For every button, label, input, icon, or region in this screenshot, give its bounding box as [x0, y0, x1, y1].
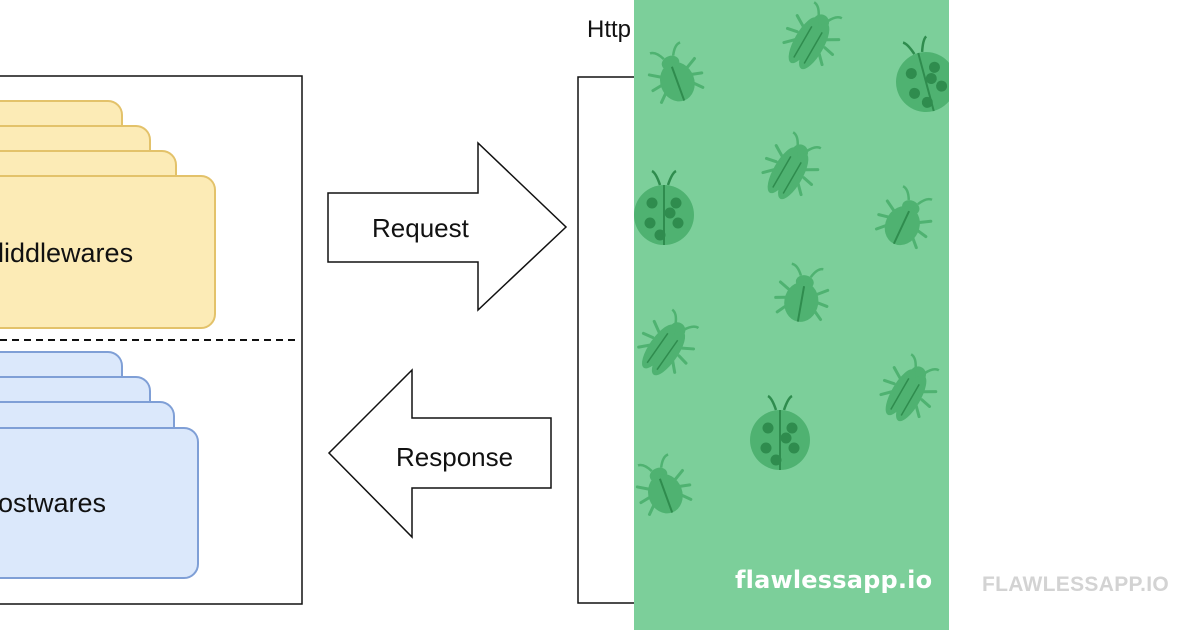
- ladybug-icon: [634, 169, 694, 245]
- brand-panel: [634, 0, 949, 630]
- brand-logo-text: flawlessapp.io: [735, 566, 933, 594]
- ladybug-icon: [896, 35, 949, 112]
- middlewares-label: liddlewares: [0, 238, 133, 268]
- server-title: Http: [587, 16, 631, 43]
- bug-pattern: [634, 1, 949, 516]
- response-label: Response: [396, 442, 513, 472]
- beetle-icon: [635, 453, 693, 516]
- response-arrow: [327, 368, 552, 539]
- request-arrow: [327, 141, 568, 312]
- middlewares-stack: [0, 100, 216, 329]
- cricket-icon: [637, 308, 700, 376]
- postwares-label: ostwares: [0, 488, 106, 518]
- architecture-diagram: liddlewares ostwares Request Response Ht…: [0, 16, 634, 605]
- beetle-icon: [647, 41, 705, 104]
- ladybug-icon: [750, 394, 810, 470]
- request-label: Request: [372, 213, 470, 243]
- beetle-icon: [774, 262, 830, 322]
- cricket-icon: [782, 1, 843, 70]
- cricket-icon: [761, 131, 822, 200]
- server-box: [577, 76, 634, 604]
- postwares-stack: [0, 351, 199, 579]
- brand-side-text: FLAWLESSAPP.IO: [982, 573, 1170, 596]
- beetle-icon: [874, 185, 933, 250]
- cricket-icon: [879, 353, 940, 422]
